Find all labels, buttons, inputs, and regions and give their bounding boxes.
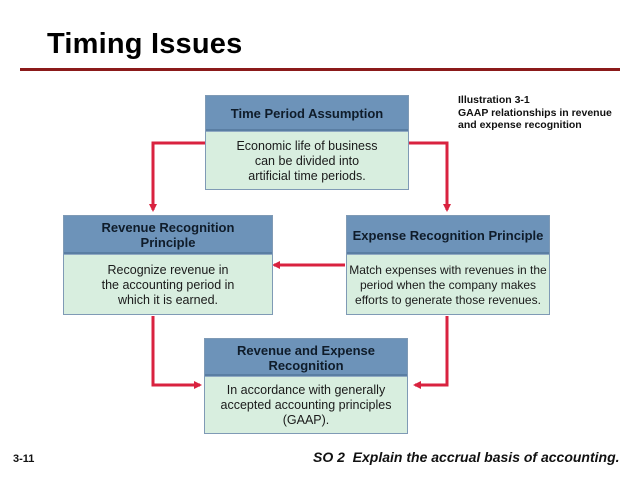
illustration-caption-line-3: and expense recognition bbox=[458, 119, 582, 131]
time-period-assumption-box: Time Period Assumption Economic life of … bbox=[205, 95, 409, 190]
revenue-recognition-box: Revenue Recognition Principle Recognize … bbox=[63, 215, 273, 315]
expense-recognition-box: Expense Recognition Principle Match expe… bbox=[346, 215, 550, 315]
time-period-header: Time Period Assumption bbox=[206, 96, 408, 132]
expense-recognition-header: Expense Recognition Principle bbox=[347, 216, 549, 255]
arrow-time-to-revenue bbox=[149, 141, 205, 212]
revenue-and-expense-header: Revenue and Expense Recognition bbox=[205, 339, 407, 377]
arrow-revenue-to-combined bbox=[151, 316, 202, 389]
illustration-caption-line-2: GAAP relationships in revenue bbox=[458, 106, 612, 119]
illustration-caption: Illustration 3-1 GAAP relationships in r… bbox=[458, 94, 628, 132]
slide-title: Timing Issues bbox=[47, 28, 243, 60]
expense-recognition-body: Match expenses with revenues in the peri… bbox=[349, 262, 547, 307]
page-number: 3-11 bbox=[13, 453, 35, 465]
illustration-caption-line-1: Illustration 3-1 bbox=[458, 94, 530, 106]
arrow-time-to-expense bbox=[408, 141, 451, 212]
study-objective: SO 2 Explain the accrual basis of accoun… bbox=[313, 449, 620, 465]
title-divider bbox=[20, 68, 620, 71]
revenue-recognition-header: Revenue Recognition Principle bbox=[64, 216, 272, 255]
revenue-recognition-body: Recognize revenue in the accounting peri… bbox=[101, 262, 235, 307]
time-period-body: Economic life of business can be divided… bbox=[236, 138, 378, 183]
arrow-expense-to-combined bbox=[413, 316, 449, 389]
revenue-and-expense-recognition-box: Revenue and Expense Recognition In accor… bbox=[204, 338, 408, 434]
revenue-and-expense-body: In accordance with generally accepted ac… bbox=[220, 383, 392, 427]
